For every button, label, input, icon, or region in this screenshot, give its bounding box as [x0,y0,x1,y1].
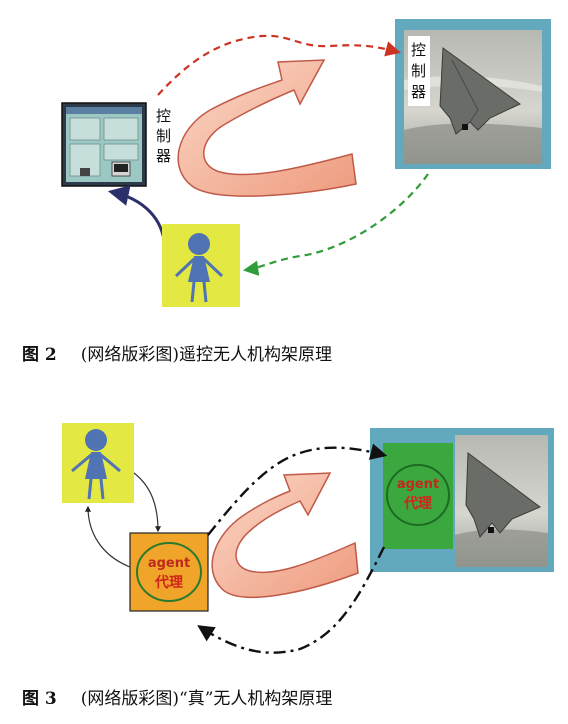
controller-label-right-2: 制 [411,62,426,80]
ground-controller-screen [61,102,147,187]
agent-to-human-arrow [85,505,131,568]
figure-2-panel: 控 制 器 控 制 器 [0,0,568,320]
controller-label-right-1: 控 [411,41,426,59]
figure-2-caption: 图 2 (网络版彩图)遥控无人机构架原理 [22,340,332,365]
operator-to-controller-arrow [107,185,166,241]
figure-3-caption-text: (网络版彩图)“真”无人机构架原理 [80,689,333,709]
agent-left-en: agent [148,556,190,571]
figure-2-label: 图 2 [22,345,57,365]
dashdot-link-bottom [197,546,386,654]
uav-silhouette-3 [465,452,541,538]
controller-label-right-3: 器 [411,83,426,101]
figure-3-panel: agent 代理 agent 代理 [0,395,568,685]
curved-loop-arrow [177,59,357,197]
uav-agent-panel [370,428,554,572]
curved-loop-arrow-3 [211,472,359,599]
figure-3-label: 图 3 [22,689,57,709]
figure-3-caption: 图 3 (网络版彩图)“真”无人机构架原理 [22,684,332,709]
controller-label-left-1: 控 [156,107,171,125]
figure-2-caption-text: (网络版彩图)遥控无人机构架原理 [80,345,333,365]
dashdot-link-top [207,443,388,536]
green-dashed-link [242,173,429,276]
human-supervisor [62,423,134,503]
controller-label-left-3: 器 [156,147,171,165]
agent-left-cn: 代理 [154,574,183,591]
uav-panel [395,19,551,169]
figure-3-diagram: agent 代理 agent 代理 [62,423,554,654]
figure-2-diagram: 控 制 器 控 制 器 [61,19,551,307]
human-to-agent-arrow [133,472,161,533]
ground-agent-box [129,532,209,612]
human-operator [162,224,240,307]
agent-right-en: agent [397,477,439,492]
agent-right-cn: 代理 [403,495,432,512]
controller-label-left-2: 制 [156,127,171,145]
red-dashed-link [157,34,401,96]
